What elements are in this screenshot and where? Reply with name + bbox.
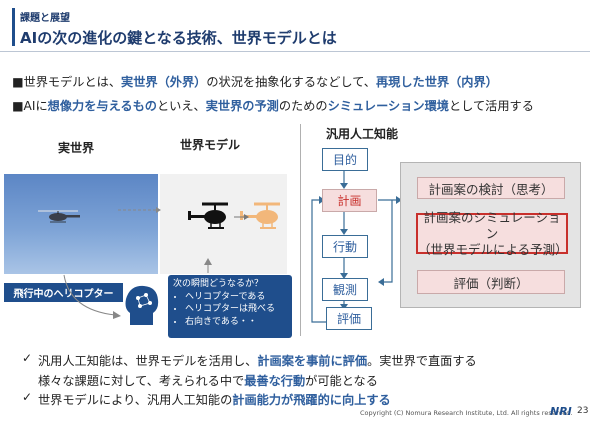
bullet-part: ■世界モデルとは、 (12, 75, 122, 89)
bullet-highlight: 実世界（外界） (121, 75, 207, 89)
bullet-highlight: シミュレーション環境 (327, 99, 449, 113)
check-icon: ✓ (22, 390, 33, 404)
conclusion-part: 様々な課題に対して、考えられる中で (38, 374, 245, 388)
bubble-list: ヘリコプターである ヘリコプターは飛べる 右向きである・・ (173, 291, 287, 329)
bullet-highlight: 想像力を与えるもの (47, 99, 157, 113)
page-title: AIの次の進化の鍵となる技術、世界モデルとは (20, 29, 337, 47)
bullet-highlight: 再現した世界（内界） (375, 75, 498, 89)
sim-simulation-line2: （世界モデルによる予測） (418, 241, 568, 257)
bullet-part: といえ、 (156, 99, 206, 113)
thought-bubble: 次の瞬間どうなるか？ ヘリコプターである ヘリコプターは飛べる 右向きである・・ (168, 275, 292, 338)
sim-simulation-box: 計画案のシミュレーション （世界モデルによる予測） (416, 209, 568, 257)
vertical-divider (300, 124, 301, 336)
conclusion-part: が可能となる (305, 374, 378, 388)
sim-review-box: 計画案の検討（思考） (417, 177, 565, 199)
flow-box-plan: 計画 (322, 189, 377, 212)
bullet-part: の状況を抽象化するなどして、 (206, 75, 376, 89)
conclusion-part: 汎用人工知能は、世界モデルを活用し、 (38, 354, 258, 368)
nri-logo: NRI (550, 405, 572, 418)
bullet-role: ■AIに想像力を与えるものといえ、実世界の予測のためのシミュレーション環境として… (12, 96, 534, 114)
bullet-part: として活用する (448, 99, 534, 113)
helicopter-photo (4, 174, 158, 274)
head-brain-icon (122, 283, 160, 327)
conclusion-part: 。実世界で直面する (367, 354, 477, 368)
conclusion-line: 汎用人工知能は、世界モデルを活用し、計画案を事前に評価。実世界で直面する (38, 351, 477, 369)
conclusion-line: 世界モデルにより、汎用人工知能の計画能力が飛躍的に向上する (38, 390, 391, 408)
page-number: 23 (577, 406, 589, 416)
sim-simulation-line1: 計画案のシミュレーション (423, 209, 561, 241)
bullet-part: のための (278, 99, 328, 113)
conclusion-highlight: 計画能力が飛躍的に向上する (232, 393, 391, 407)
flow-box-evaluate: 評価 (326, 307, 372, 330)
orange-helicopter-icon (240, 202, 280, 229)
conclusion-line: 様々な課題に対して、考えられる中で最善な行動が可能となる (38, 371, 378, 389)
bullet-part: ■AIに (12, 99, 48, 113)
bubble-item: ヘリコプターは飛べる (185, 303, 287, 316)
bubble-item: 右向きである・・ (185, 316, 287, 329)
agi-label: 汎用人工知能 (326, 127, 399, 141)
black-helicopter-icon (188, 202, 228, 229)
conclusion-part: 世界モデルにより、汎用人工知能の (38, 393, 233, 407)
check-icon: ✓ (22, 351, 33, 365)
flow-box-observe: 観測 (322, 278, 368, 301)
real-world-label: 実世界 (58, 141, 95, 155)
bullet-definition: ■世界モデルとは、実世界（外界）の状況を抽象化するなどして、再現した世界（内界） (12, 72, 498, 90)
bubble-item: ヘリコプターである (185, 291, 287, 304)
dashed-arrow-icon (118, 207, 161, 213)
header-divider (0, 51, 590, 52)
title-accent-bar (12, 8, 15, 46)
world-model-box (160, 174, 287, 274)
world-model-label: 世界モデル (180, 138, 241, 152)
helicopter-caption: 飛行中のヘリコプター (4, 283, 123, 302)
world-model-icons (188, 202, 280, 229)
section-label: 課題と展望 (20, 13, 70, 24)
sim-evaluation-box: 評価（判断） (417, 270, 565, 294)
copyright-text: Copyright (C) Nomura Research Institute,… (360, 409, 573, 417)
flow-box-action: 行動 (322, 235, 368, 258)
connector-lines (63, 258, 212, 319)
flow-box-purpose: 目的 (322, 148, 368, 171)
conclusion-highlight: 最善な行動 (244, 374, 306, 388)
bubble-title: 次の瞬間どうなるか？ (173, 279, 264, 289)
bullet-highlight: 実世界の予測 (205, 99, 279, 113)
helicopter-photo-icon (38, 210, 80, 223)
conclusion-highlight: 計画案を事前に評価 (257, 354, 368, 368)
